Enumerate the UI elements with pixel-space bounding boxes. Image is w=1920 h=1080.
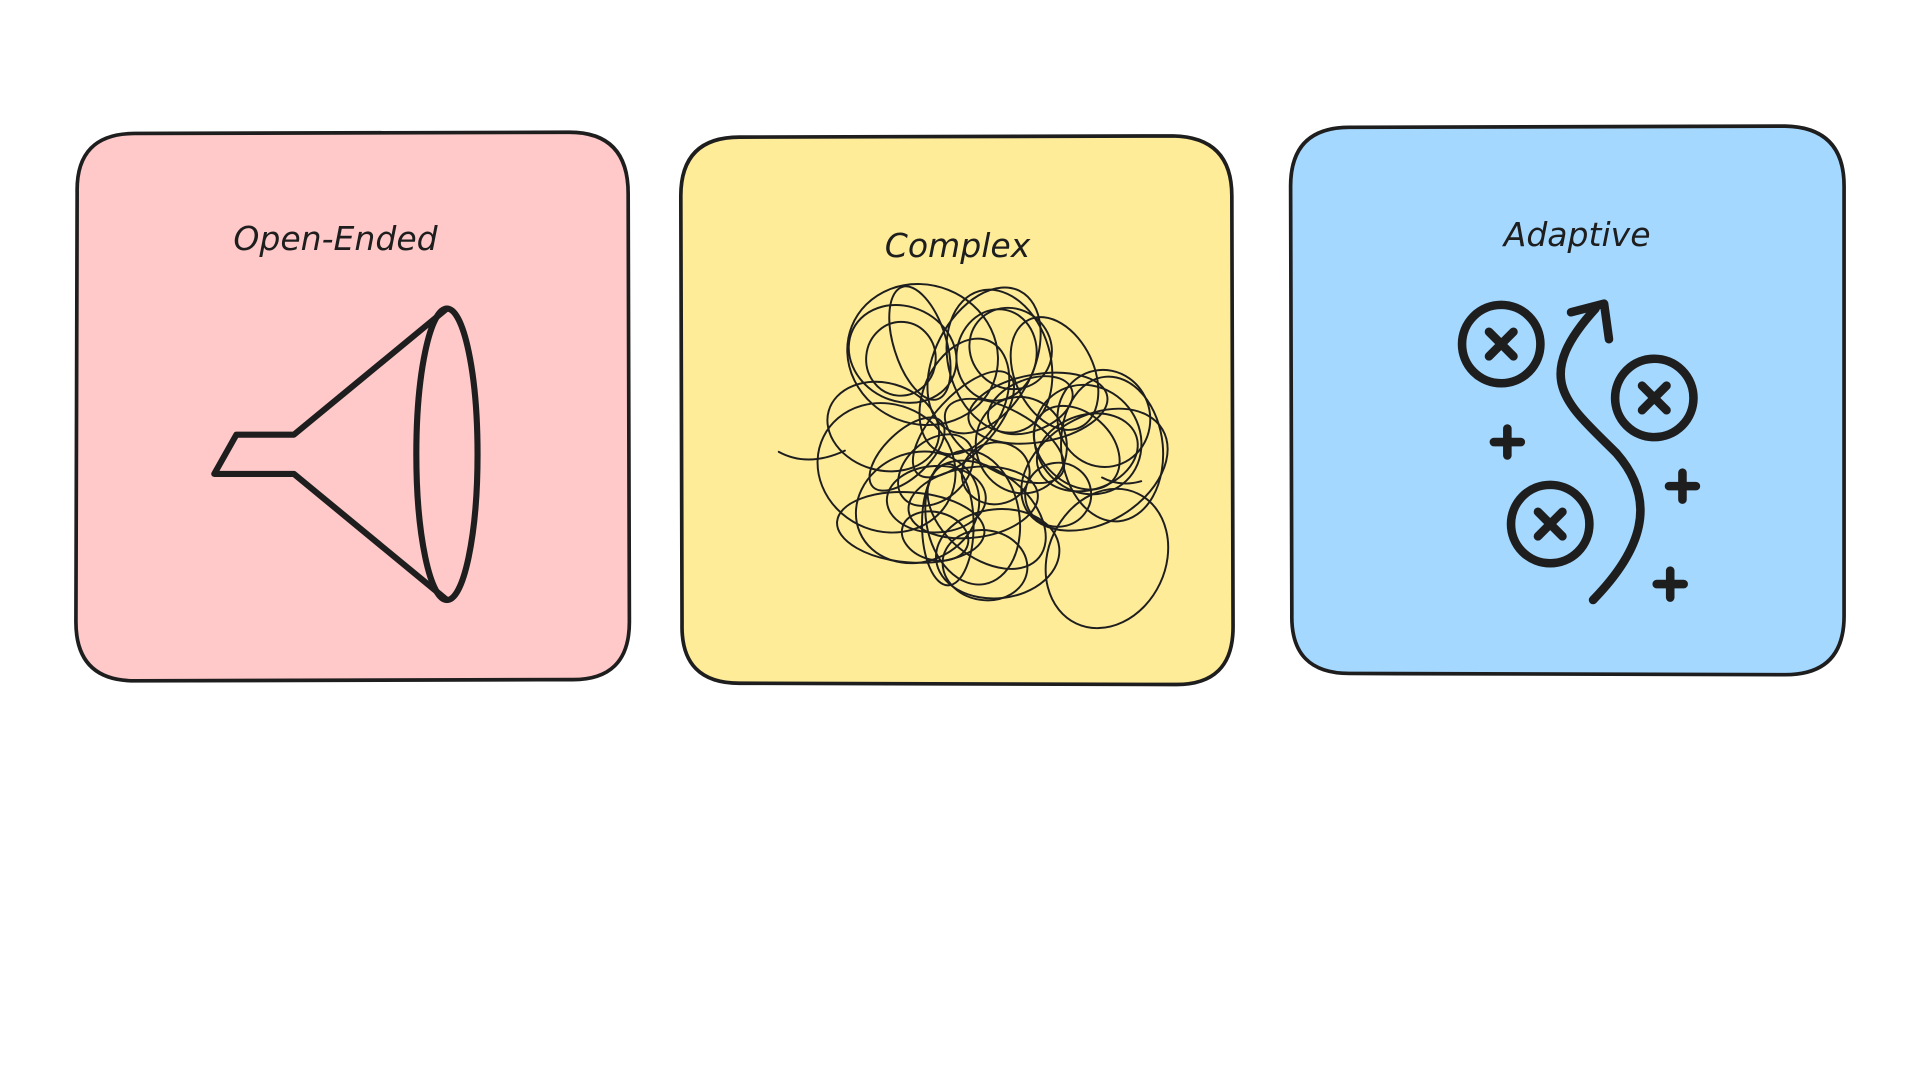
scribble-loop <box>943 397 1066 485</box>
scribble-loop <box>924 449 1022 586</box>
card-title: Open-Ended <box>233 219 438 258</box>
card-open-ended[interactable]: Open-Ended <box>74 130 632 683</box>
card-title: Adaptive <box>1502 215 1651 254</box>
scribble-loop <box>968 306 1053 391</box>
scribble-loop <box>974 395 1068 495</box>
scribble-loop <box>816 402 957 534</box>
scribble-loop <box>960 441 1031 506</box>
scribble-loop <box>935 508 1061 600</box>
scribble-loop <box>846 283 999 426</box>
plus-icon <box>1652 566 1688 602</box>
plus-icon <box>1664 468 1701 504</box>
card-adaptive[interactable]: Adaptive <box>1288 124 1846 677</box>
card-complex[interactable]: Complex <box>678 134 1235 687</box>
x-circle-icon <box>1506 480 1594 568</box>
card-background <box>74 130 632 683</box>
x-circle-icon <box>1610 354 1698 442</box>
scribble-loop <box>897 433 975 507</box>
scribble-loop <box>987 375 1074 436</box>
scribble-loop <box>1032 404 1121 491</box>
strategy-play-icon <box>1457 299 1701 605</box>
scribble-loop <box>926 286 1042 435</box>
funnel-icon <box>211 305 481 604</box>
scribble-loop <box>885 464 987 534</box>
scribble-loop <box>941 529 1029 602</box>
scribble-loop <box>907 465 1039 540</box>
scribble-loop <box>865 320 937 397</box>
card-title: Complex <box>885 226 1031 265</box>
x-circle-icon <box>1457 300 1545 388</box>
card-background <box>678 134 1235 687</box>
arrow-icon <box>1556 304 1645 605</box>
scribble-loop <box>1020 407 1169 532</box>
plus-icon <box>1489 424 1526 460</box>
tangled-scribble-icon <box>777 283 1170 630</box>
scribble-tail <box>777 449 1143 485</box>
scribble-loop <box>847 304 958 404</box>
scribble-loop <box>888 285 952 401</box>
scribble-loop <box>868 416 946 492</box>
